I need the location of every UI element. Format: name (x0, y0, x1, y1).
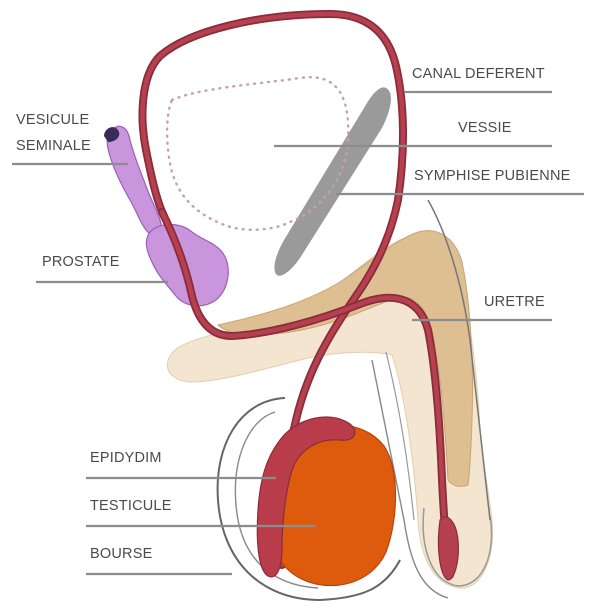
label-epidydim: EPIDYDIM (90, 450, 162, 466)
pubic-symphysis (274, 87, 391, 275)
urethra-meatus (438, 517, 458, 580)
label-symphise-pubienne: SYMPHISE PUBIENNE (414, 168, 571, 184)
label-canal-deferent: CANAL DEFERENT (412, 66, 545, 82)
label-bourse: BOURSE (90, 546, 153, 562)
label-testicule: TESTICULE (90, 498, 172, 514)
label-vesicule-seminale-line1: VESICULE (16, 112, 89, 128)
label-vessie: VESSIE (458, 120, 512, 136)
label-vesicule-seminale-line2: SEMINALE (16, 138, 91, 154)
label-prostate: PROSTATE (42, 254, 120, 270)
label-uretre: URETRE (484, 294, 545, 310)
